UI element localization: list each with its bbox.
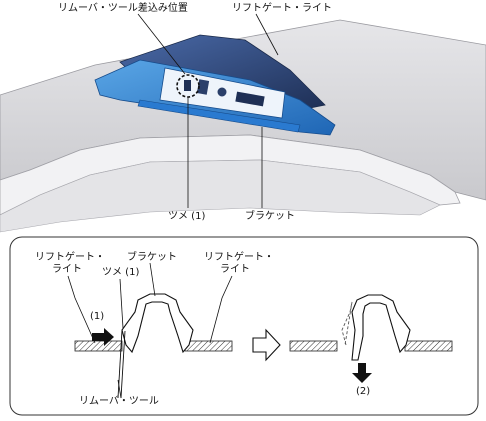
label-claw-detail: ツメ (1) <box>102 267 139 278</box>
knob-detail <box>216 86 228 98</box>
label-liftgate-light-top: リフトゲート・ライト <box>232 2 332 14</box>
label-step1: (1) <box>90 311 104 322</box>
bracket-strip <box>137 99 301 133</box>
label-liftgate-light-right-1: リフトゲート・ <box>204 251 274 263</box>
bracket-section <box>121 293 194 354</box>
remover-tool-line-a <box>117 329 123 399</box>
panel-right-hatched-after <box>404 340 453 352</box>
label-step2: (2) <box>356 386 370 397</box>
arrow-pull-icon <box>352 363 372 383</box>
label-liftgate-light-left-2: ライト <box>52 263 82 275</box>
panel-right-hatched <box>184 340 233 352</box>
label-liftgate-light-right-2: ライト <box>220 263 250 275</box>
bracket-section-after <box>351 294 411 361</box>
bracket-ghost <box>341 301 353 346</box>
section-after <box>289 294 453 383</box>
remover-tool-line-b <box>120 330 126 399</box>
label-bracket-detail: ブラケット <box>127 250 177 263</box>
label-liftgate-light-left-1: リフトゲート・ <box>35 251 105 263</box>
panel-left-hatched-after <box>289 340 338 352</box>
detail-leaders <box>67 262 233 399</box>
label-bracket-top: ブラケット <box>245 209 295 222</box>
vehicle-illustration <box>0 19 486 233</box>
label-remover-tool: リムーバ・ツール <box>79 395 159 407</box>
switch-detail <box>235 91 265 107</box>
socket-detail <box>196 79 210 95</box>
section-before <box>74 293 233 399</box>
label-claw-top: ツメ (1) <box>168 211 205 222</box>
liftgate-underside <box>0 159 441 233</box>
arrow-push-icon <box>92 328 114 346</box>
claw-detail <box>184 80 191 91</box>
label-remover-insert-position: リムーバ・ツール差込み位置 <box>58 1 188 14</box>
panel-left-hatched <box>74 340 123 352</box>
top-leaders <box>137 13 279 208</box>
arrow-step-icon <box>252 328 281 362</box>
